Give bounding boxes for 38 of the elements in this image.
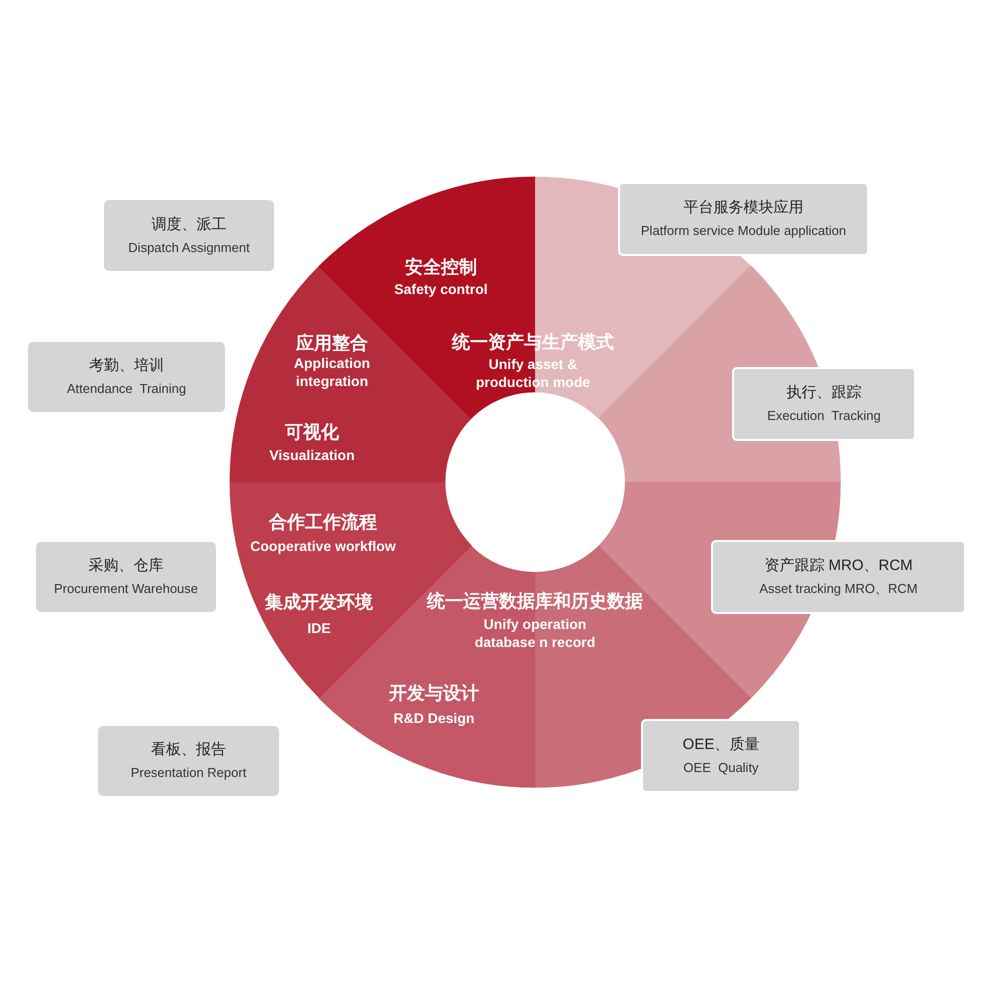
box-heading: 看板、报告 (151, 740, 226, 760)
box-caption: Execution Tracking (767, 407, 881, 425)
box-heading: 资产跟踪 MRO、RCM (764, 556, 913, 576)
segment-heading: 应用整合 (294, 332, 369, 354)
info-box (28, 342, 225, 412)
ring-heading: 统一运营数据库和历史数据 (426, 590, 644, 612)
segment-caption: Application integration (292, 354, 372, 390)
box-heading: 考勤、培训 (89, 356, 164, 376)
info-box (104, 200, 274, 271)
segment-caption: Safety control (393, 280, 489, 298)
info-box (732, 367, 916, 441)
segment-heading: 安全控制 (404, 256, 478, 278)
box-heading: 平台服务模块应用 (684, 198, 804, 218)
box-caption: Attendance Training (66, 380, 186, 398)
box-heading: OEE、质量 (682, 735, 760, 755)
segment-heading: 合作工作流程 (268, 511, 378, 533)
segment-heading: 开发与设计 (388, 682, 480, 704)
box-caption: OEE Quality (683, 759, 759, 777)
segment-caption: Cooperative workflow (249, 537, 397, 555)
box-heading: 执行、跟踪 (786, 383, 862, 403)
box-caption: Dispatch Assignment (128, 238, 250, 256)
segment-heading: 集成开发环境 (264, 591, 374, 613)
segment-caption: Visualization (268, 446, 356, 464)
info-box (36, 542, 216, 612)
segment-caption: R&D Design (392, 708, 476, 727)
box-caption: Platform service Module application (640, 222, 846, 240)
segment-heading: 可视化 (284, 420, 340, 443)
box-caption: Procurement Warehouse (54, 580, 198, 598)
box-caption: Presentation Report (130, 764, 246, 782)
ring-caption: Unify operation database n record (474, 615, 596, 651)
info-box (641, 719, 801, 793)
segment-caption: IDE (306, 619, 332, 637)
box-heading: 采购、仓库 (88, 556, 164, 576)
box-heading: 调度、派工 (152, 214, 226, 234)
info-box (618, 182, 869, 256)
box-caption: Asset tracking MRO、RCM (759, 580, 918, 598)
info-box (711, 540, 966, 614)
info-box (98, 726, 279, 796)
